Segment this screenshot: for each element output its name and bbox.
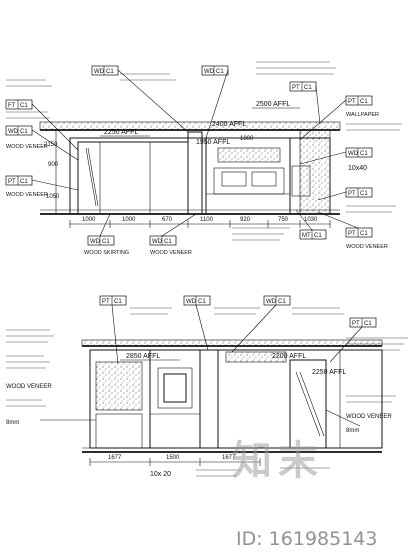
level-label: 2500 AFFL [256, 101, 290, 108]
dim-label: 750 [278, 217, 289, 223]
dim-label: 1677 [222, 455, 236, 461]
wall-elevation-frame [69, 137, 331, 215]
dim-label: 900 [48, 162, 59, 168]
tag-num: C1 [360, 231, 368, 237]
dim-label: 1000 [82, 217, 96, 223]
material-note: 10x40 [348, 165, 367, 172]
tag-code: WD [266, 299, 277, 305]
tag-num: C1 [106, 69, 114, 75]
headboard-wall [205, 137, 291, 215]
cabinet [149, 349, 201, 449]
tag-num: C1 [364, 321, 372, 327]
dim-label: 1500 [166, 455, 180, 461]
level-label: 2250 AFFL [104, 129, 138, 136]
tag-num: C1 [20, 129, 28, 135]
material-note: WOOD VENEER [6, 192, 48, 198]
tag-num: C1 [304, 85, 312, 91]
tag-code: MT [302, 233, 311, 239]
watermark-logo: 知末 [232, 438, 324, 484]
ceiling-band [39, 121, 341, 131]
tag-code: PT [292, 85, 300, 91]
tag-num: C1 [198, 299, 206, 305]
level-label: 1950 AFFL [196, 139, 230, 146]
material-note: WOOD VENEER [346, 244, 388, 250]
fireplace-insert [163, 373, 187, 403]
watermark-id: ID: 161985143 [236, 528, 378, 550]
tag-num: C1 [102, 239, 110, 245]
tag-code: PT [348, 99, 356, 105]
tag-code: PT [8, 179, 16, 185]
material-note: WOOD VENEER [6, 144, 48, 150]
tag-num: C1 [216, 69, 224, 75]
tag-num: C1 [278, 299, 286, 305]
tag-code: WD [8, 129, 19, 135]
tag-num: C1 [314, 233, 322, 239]
dim-label: 1050 [46, 194, 60, 200]
level-label: 2400 AFFL [212, 121, 246, 128]
tag-code: PT [352, 321, 360, 327]
wardrobe-panel [77, 141, 189, 215]
tag-num: C1 [360, 191, 368, 197]
tag-code: FT [8, 103, 16, 109]
level-label: 2850 AFFL [126, 353, 160, 360]
dim-label: 1100 [200, 217, 214, 223]
tag-num: C1 [20, 179, 28, 185]
tag-code: WD [204, 69, 215, 75]
bottom-elevation: 1677 1500 1677 2850 AFFL 2200 AFFL 2250 … [6, 295, 408, 478]
material-note: WOOD VENEER [6, 384, 52, 390]
tag-num: C1 [164, 239, 172, 245]
material-note: WOOD VENEER [150, 250, 192, 256]
tag-code: PT [348, 191, 356, 197]
dim-label: 1030 [304, 217, 318, 223]
material-note: WOOD VENEER [346, 414, 392, 420]
level-label: 1800 [240, 136, 254, 142]
tag-code: WD [348, 151, 359, 157]
tag-code: PT [348, 231, 356, 237]
dim-label: 1677 [108, 455, 122, 461]
headboard-panel [217, 147, 281, 163]
material-note: 8mm [346, 428, 359, 434]
dim-label: 1000 [122, 217, 136, 223]
mirror-panel [289, 359, 327, 449]
tag-num: C1 [114, 299, 122, 305]
column [187, 131, 203, 215]
tag-code: PT [102, 299, 110, 305]
tag-code: WD [152, 239, 163, 245]
material-note: 8mm [6, 420, 19, 426]
material-note: 10x 20 [150, 471, 171, 478]
dim-label: 2150 [44, 142, 58, 148]
level-label: 2250 AFFL [312, 369, 346, 376]
curtain-zone [299, 129, 331, 215]
tag-num: C1 [20, 103, 28, 109]
tag-code: WD [90, 239, 101, 245]
tag-num: C1 [360, 99, 368, 105]
decorative-column [199, 349, 219, 449]
dim-label: 670 [162, 217, 173, 223]
tag-code: WD [186, 299, 197, 305]
dim-label: 920 [240, 217, 251, 223]
tag-code: WD [94, 69, 105, 75]
tag-num: C1 [360, 151, 368, 157]
stone-panel [95, 361, 143, 411]
material-note: WALLPAPER [346, 112, 379, 118]
top-elevation: 1000 1000 670 1100 920 750 1030 900 1050… [5, 61, 402, 256]
material-note: WOOD SKIRTING [84, 250, 129, 256]
level-label: 2200 AFFL [272, 353, 306, 360]
